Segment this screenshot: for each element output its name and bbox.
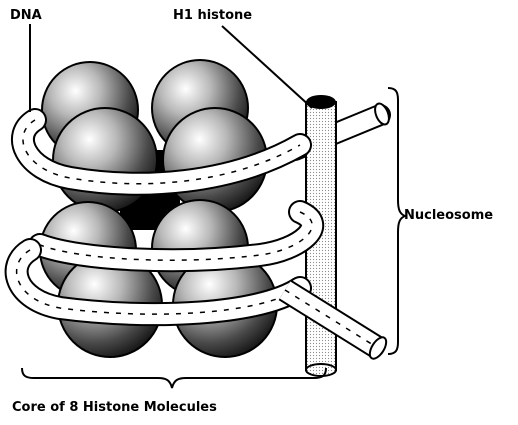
h1-histone-label: H1 histone: [173, 8, 252, 23]
dna-label: DNA: [10, 8, 42, 23]
nucleosome-label: Nucleosome: [404, 208, 493, 223]
histone-sphere: [53, 108, 157, 212]
core-label: Core of 8 Histone Molecules: [12, 400, 217, 415]
histone-core-bottom: [40, 200, 277, 357]
dna-exit-segment: [285, 290, 389, 361]
core-bracket: [22, 368, 326, 388]
nucleosome-bracket: [388, 88, 405, 354]
